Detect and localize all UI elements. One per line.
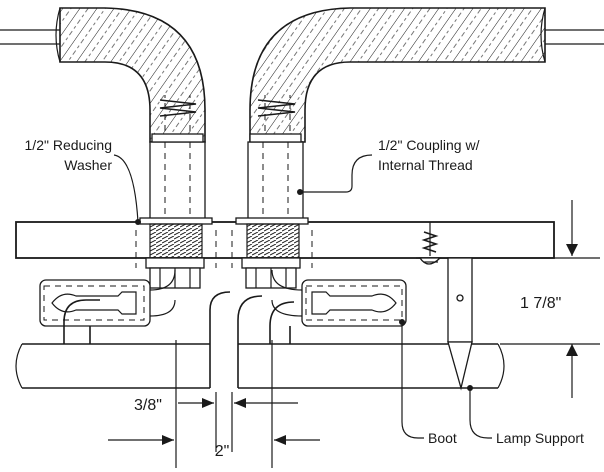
left-cord [0,7,206,143]
lock-nuts [145,257,301,289]
coupling-label-line1: 1/2" Coupling w/ [378,137,480,153]
mounting-plate [15,217,555,268]
right-lamp-boot [271,269,407,327]
dimension-arrows [108,200,600,445]
right-coupling [247,133,304,223]
left-coupling [149,133,206,223]
leader-lines [113,154,492,439]
reducing-washer-label-line2: Washer [64,157,112,173]
lamp-support-bracket [416,222,473,391]
offset-dimension-label: 3/8" [134,397,162,414]
right-cord [249,7,604,143]
boot-label: Boot [428,430,457,446]
height-dimension-label: 1 7/8" [520,295,561,312]
spacing-dimension-label: 2" [215,443,230,460]
coupling-label-line2: Internal Thread [378,157,473,173]
center-lines [175,340,273,468]
left-lamp-boot [39,269,176,327]
lamp-support-label: Lamp Support [496,430,584,446]
reducing-washer-label-line1: 1/2" Reducing [25,137,112,153]
